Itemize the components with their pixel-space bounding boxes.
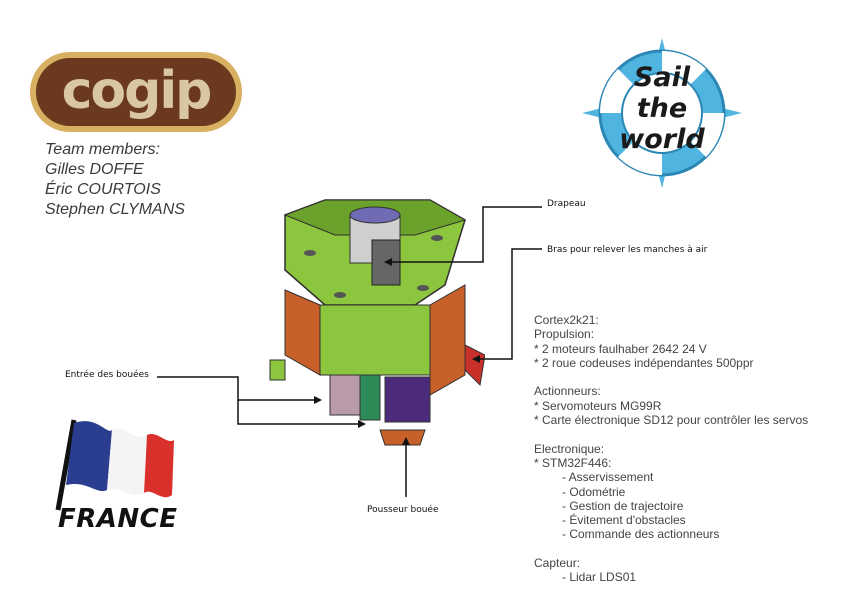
- team-member: Stephen CLYMANS: [45, 201, 185, 218]
- specs-item: * 2 moteurs faulhaber 2642 24 V: [534, 341, 707, 356]
- team-member: Éric COURTOIS: [45, 181, 161, 198]
- specs-item: - Asservissement: [562, 470, 654, 485]
- robot-illustration: [265, 195, 486, 450]
- sail-the-world-logo: Sail the world: [582, 38, 742, 188]
- team-heading: Team members:: [45, 141, 160, 158]
- cogip-logo-text: cogip: [61, 61, 213, 121]
- specs-propulsion: Propulsion: * 2 moteurs faulhaber 2642 2…: [534, 327, 808, 370]
- specs-item: - Lidar LDS01: [562, 570, 637, 585]
- specs-heading: Propulsion:: [534, 327, 595, 342]
- specs-title: Cortex2k21:: [534, 313, 599, 327]
- specs-electronics: Electronique: * STM32F446: - Asservissem…: [534, 442, 808, 542]
- specs-heading: Electronique:: [534, 441, 605, 456]
- life-buoy-icon: [582, 38, 742, 188]
- france-flag: [52, 415, 182, 515]
- flag-icon: [55, 419, 174, 511]
- team-member: Gilles DOFFE: [45, 161, 144, 178]
- france-label: FRANCE: [58, 504, 178, 534]
- annotation-buoy-entry: Entrée des bouées: [65, 370, 149, 380]
- specs-item: - Évitement d'obstacles: [562, 513, 686, 528]
- specs-heading: Capteur:: [534, 556, 581, 571]
- annotation-arm: Bras pour relever les manches à air: [547, 245, 708, 255]
- robot-specs: Cortex2k21: Propulsion: * 2 moteurs faul…: [534, 313, 808, 585]
- specs-sensor: Capteur: - Lidar LDS01: [534, 556, 808, 585]
- sail-the-world-text: Sail the world: [619, 62, 705, 155]
- specs-item: * Servomoteurs MG99R: [534, 398, 662, 413]
- annotation-buoy-pusher: Pousseur bouée: [367, 505, 439, 515]
- specs-item: - Gestion de trajectoire: [562, 498, 684, 513]
- cogip-logo: cogip: [30, 52, 242, 132]
- specs-actuators: Actionneurs: * Servomoteurs MG99R * Cart…: [534, 384, 808, 427]
- specs-item: * Carte électronique SD12 pour contrôler…: [534, 413, 809, 428]
- specs-item: * 2 roue codeuses indépendantes 500ppr: [534, 355, 754, 370]
- specs-item: - Odométrie: [562, 484, 626, 499]
- annotation-flag: Drapeau: [547, 199, 586, 209]
- specs-heading: Actionneurs:: [534, 384, 601, 399]
- specs-mcu: * STM32F446:: [534, 455, 612, 470]
- team-members: Team members: Gilles DOFFE Éric COURTOIS…: [45, 140, 185, 220]
- specs-item: - Commande des actionneurs: [562, 527, 720, 542]
